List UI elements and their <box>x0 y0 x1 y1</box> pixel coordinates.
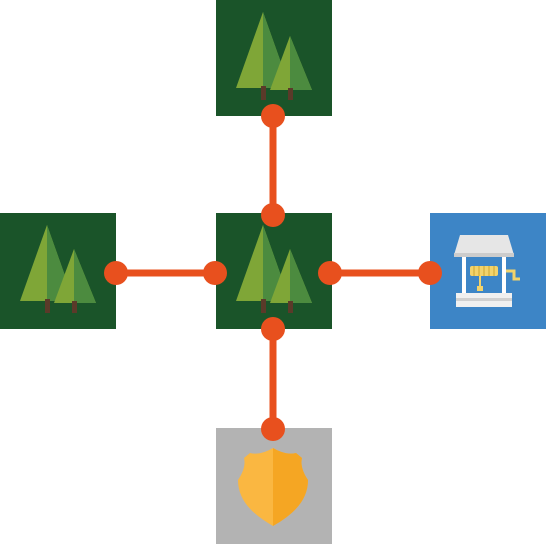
police-badge-icon <box>216 428 332 544</box>
well-tile-right[interactable] <box>430 213 546 329</box>
forest-tile-top[interactable] <box>216 0 332 116</box>
badge-tile-bottom[interactable] <box>216 428 332 544</box>
forest-icon <box>0 213 116 329</box>
forest-icon <box>216 0 332 116</box>
forest-icon <box>216 213 332 329</box>
well-icon <box>430 213 546 329</box>
forest-tile-left[interactable] <box>0 213 116 329</box>
forest-tile-center[interactable] <box>216 213 332 329</box>
